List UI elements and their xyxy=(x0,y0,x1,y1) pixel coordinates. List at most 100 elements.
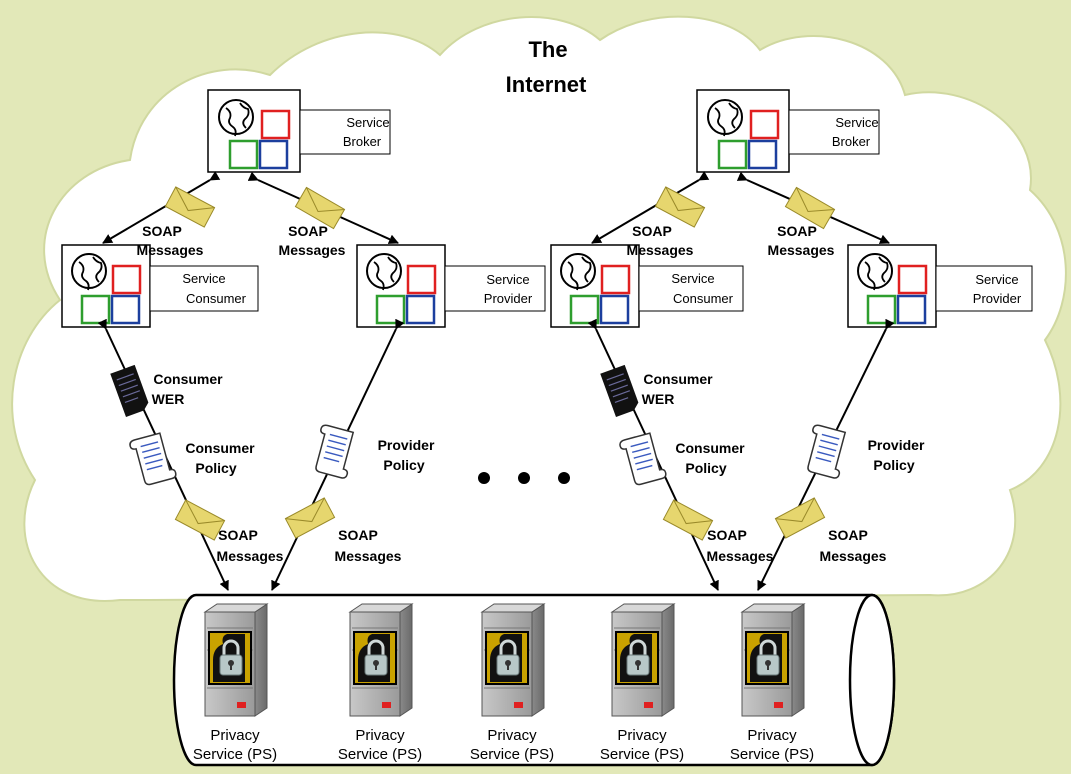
consumer-wer-line2: WER xyxy=(152,391,185,407)
status-light xyxy=(514,702,523,708)
status-light xyxy=(382,702,391,708)
policy-scroll-icon xyxy=(315,424,355,479)
provider-policy-line2: Policy xyxy=(383,457,424,473)
status-light xyxy=(644,702,653,708)
soap-label: SOAP xyxy=(828,527,868,543)
service-provider-left: Service Provider xyxy=(356,244,546,328)
soap-label: SOAP xyxy=(707,527,747,543)
consumer-policy-line2: Policy xyxy=(195,460,236,476)
privacy-service-label-line2: Service (PS) xyxy=(193,746,277,763)
soap-label: Messages xyxy=(707,548,774,564)
privacy-service-label-line1: Privacy xyxy=(487,727,537,744)
red-square xyxy=(260,109,291,140)
envelope-icon xyxy=(662,499,714,541)
ellipsis-dot xyxy=(478,472,490,484)
provider-label-line2: Provider xyxy=(973,291,1022,306)
service-provider-right: Service Provider xyxy=(847,244,1033,328)
provider-policy-line1: Provider xyxy=(378,437,435,453)
lock-icon xyxy=(615,631,659,685)
soap-label: Messages xyxy=(820,548,887,564)
envelope-icon xyxy=(174,499,226,541)
envelope-icon xyxy=(784,186,836,230)
envelope-icon xyxy=(294,186,346,230)
globe-icon xyxy=(857,253,893,291)
lock-icon xyxy=(353,631,397,685)
lock-icon xyxy=(485,631,529,685)
arrow-broker-consumer-left xyxy=(102,171,221,244)
consumer-label-line1: Service xyxy=(182,271,225,286)
service-consumer-right: Service Consumer xyxy=(550,244,744,328)
envelope-icon xyxy=(284,497,336,539)
soap-label: SOAP xyxy=(288,223,328,239)
consumer-label-line1: Service xyxy=(671,271,714,286)
consumer-label-line2: Consumer xyxy=(673,291,734,306)
ellipsis-dot xyxy=(558,472,570,484)
title-line2: Internet xyxy=(506,72,587,97)
soap-label: SOAP xyxy=(777,223,817,239)
consumer-wer-line1: Consumer xyxy=(643,371,713,387)
privacy-service-label-line1: Privacy xyxy=(355,727,405,744)
globe-icon xyxy=(218,99,254,137)
lock-icon xyxy=(208,631,252,685)
title-line1: The xyxy=(528,37,567,62)
provider-label-line2: Provider xyxy=(484,291,533,306)
provider-label-line1: Service xyxy=(486,272,529,287)
globe-icon xyxy=(560,253,596,291)
ellipsis-dot xyxy=(518,472,530,484)
soap-label: Messages xyxy=(217,548,284,564)
broker-label-line2: Broker xyxy=(832,134,871,149)
broker-label-line1: Service xyxy=(835,115,878,130)
soap-label: Messages xyxy=(768,242,835,258)
envelope-icon xyxy=(774,497,826,539)
soap-label: Messages xyxy=(137,242,204,258)
privacy-service-label-line2: Service (PS) xyxy=(470,746,554,763)
wer-document-icon xyxy=(600,364,639,417)
consumer-wer-line1: Consumer xyxy=(153,371,223,387)
policy-scroll-icon xyxy=(619,432,667,486)
consumer-policy-line2: Policy xyxy=(685,460,726,476)
broker-label-line1: Service xyxy=(346,115,389,130)
status-light xyxy=(774,702,783,708)
privacy-service-label-line1: Privacy xyxy=(210,727,260,744)
provider-policy-line2: Policy xyxy=(873,457,914,473)
privacy-service-label-line2: Service (PS) xyxy=(600,746,684,763)
soap-label: SOAP xyxy=(142,223,182,239)
soap-label: SOAP xyxy=(632,223,672,239)
provider-policy-line1: Provider xyxy=(868,437,925,453)
status-light xyxy=(237,702,246,708)
service-broker-left: Service Broker xyxy=(207,89,391,173)
policy-scroll-icon xyxy=(129,432,177,486)
provider-label-line1: Service xyxy=(975,272,1018,287)
consumer-wer-line2: WER xyxy=(642,391,675,407)
soap-label: SOAP xyxy=(218,527,258,543)
consumer-policy-line1: Consumer xyxy=(185,440,255,456)
arrow-broker-consumer-right xyxy=(591,171,710,244)
globe-icon xyxy=(366,253,402,291)
soap-label: SOAP xyxy=(338,527,378,543)
privacy-service-label-line2: Service (PS) xyxy=(730,746,814,763)
consumer-label-line2: Consumer xyxy=(186,291,247,306)
privacy-service-label-line1: Privacy xyxy=(617,727,667,744)
wer-document-icon xyxy=(110,364,149,417)
privacy-service-label-line1: Privacy xyxy=(747,727,797,744)
consumer-policy-line1: Consumer xyxy=(675,440,745,456)
broker-label-line2: Broker xyxy=(343,134,382,149)
soap-label: Messages xyxy=(627,242,694,258)
globe-icon xyxy=(707,99,743,137)
policy-scroll-icon xyxy=(807,424,847,479)
soap-label: Messages xyxy=(335,548,402,564)
service-consumer-left: Service Consumer xyxy=(61,244,259,328)
privacy-service-label-line2: Service (PS) xyxy=(338,746,422,763)
green-square xyxy=(228,139,259,170)
service-broker-right: Service Broker xyxy=(696,89,880,173)
soap-label: Messages xyxy=(279,242,346,258)
globe-icon xyxy=(71,253,107,291)
